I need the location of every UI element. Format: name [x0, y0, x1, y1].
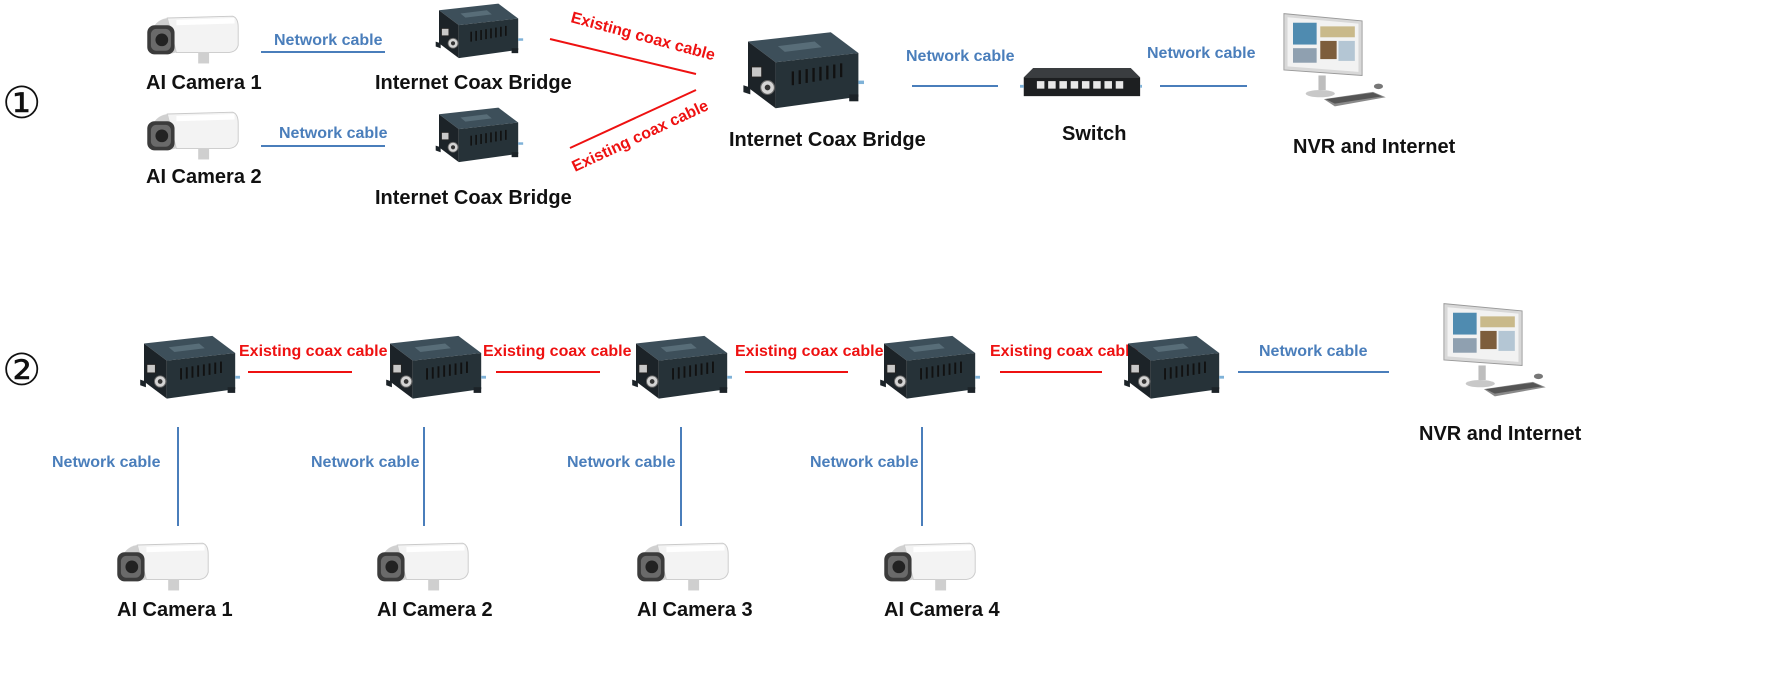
s1-coax-cable-2: [569, 89, 697, 149]
s2-nvr-label: NVR and Internet: [1419, 423, 1582, 445]
s2-bridge-1-icon: [139, 335, 240, 400]
s1-label-coax-cable-1: Existing coax cable: [569, 9, 717, 64]
s2-label-coax-cable-4: Existing coax cable: [990, 343, 1139, 360]
s2-camera-3-label: AI Camera 3: [637, 599, 753, 621]
s2-bridge-2-icon: [385, 335, 486, 400]
s1-nvr-label: NVR and Internet: [1293, 136, 1456, 158]
s1-bridge-main-icon: [742, 31, 864, 109]
s1-camera-1-label: AI Camera 1: [146, 72, 262, 94]
s1-bridge-1-label: Internet Coax Bridge: [375, 72, 572, 94]
s1-bridge-2-icon: [435, 107, 524, 163]
s1-camera-2-label: AI Camera 2: [146, 166, 262, 188]
s2-camera-2-label: AI Camera 2: [377, 599, 493, 621]
s2-label-network-cable-cam2: Network cable: [311, 454, 420, 471]
s1-label-network-cable-cam1: Network cable: [274, 32, 383, 49]
s2-label-network-cable-cam1: Network cable: [52, 454, 161, 471]
s2-camera-4-icon: [883, 542, 976, 591]
s1-label-network-cable-switch: Network cable: [906, 48, 1015, 65]
s2-bridge-4-icon: [879, 335, 980, 400]
s1-camera-2-icon: [146, 111, 239, 160]
s1-nvr-computer-icon: [1283, 13, 1387, 107]
s2-camera-1-icon: [116, 542, 209, 591]
s1-bridge-1-icon: [435, 3, 524, 59]
s2-camera-3-icon: [636, 542, 729, 591]
s1-label-network-cable-cam2: Network cable: [279, 125, 388, 142]
s1-camera-1-icon: [146, 15, 239, 64]
s1-bridge-main-label: Internet Coax Bridge: [729, 129, 926, 151]
s2-bridge-5-icon: [1123, 335, 1224, 400]
s1-switch-label: Switch: [1062, 123, 1126, 145]
s2-camera-1-label: AI Camera 1: [117, 599, 233, 621]
s2-label-network-cable-cam4: Network cable: [810, 454, 919, 471]
s2-label-coax-cable-1: Existing coax cable: [239, 343, 388, 360]
s1-switch-icon: [1020, 67, 1142, 97]
s2-camera-4-label: AI Camera 4: [884, 599, 1000, 621]
s2-label-network-cable-nvr: Network cable: [1259, 343, 1368, 360]
section-2-number: ②: [2, 345, 41, 396]
s1-label-network-cable-nvr: Network cable: [1147, 45, 1256, 62]
s2-nvr-computer-icon: [1443, 303, 1547, 397]
s2-label-network-cable-cam3: Network cable: [567, 454, 676, 471]
s2-label-coax-cable-3: Existing coax cable: [735, 343, 884, 360]
s1-label-coax-cable-2: Existing coax cable: [570, 97, 712, 175]
section-1-number: ①: [2, 78, 41, 129]
s2-label-coax-cable-2: Existing coax cable: [483, 343, 632, 360]
s2-bridge-3-icon: [631, 335, 732, 400]
s1-coax-cable-1: [549, 38, 697, 75]
s1-bridge-2-label: Internet Coax Bridge: [375, 187, 572, 209]
s2-camera-2-icon: [376, 542, 469, 591]
